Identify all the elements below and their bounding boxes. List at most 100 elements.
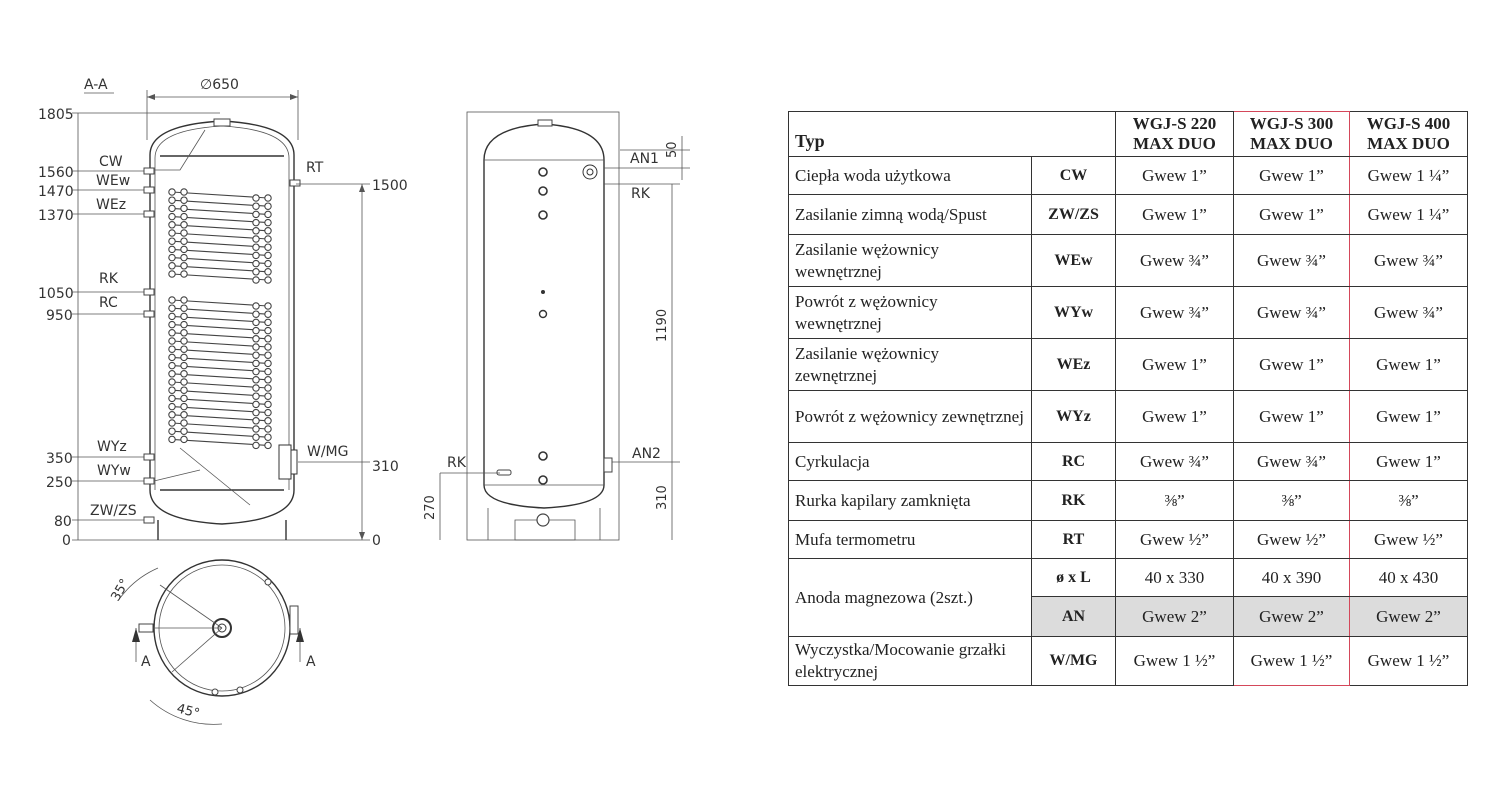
row-value: Gwew 1” — [1349, 442, 1468, 481]
coil-pipe-section — [264, 433, 272, 441]
coil-pipe-section — [252, 310, 260, 318]
row-code: RT — [1031, 520, 1116, 559]
coil-turn — [171, 307, 269, 315]
coil-turn — [171, 315, 269, 323]
coil-turn — [171, 216, 269, 224]
heating-coil — [168, 188, 272, 450]
coil-pipe-section — [168, 411, 176, 419]
angle-label: 35° — [108, 577, 133, 604]
coil-turn — [171, 389, 269, 397]
coil-pipe-section — [180, 270, 188, 278]
table-row: Powrót z wężownicy zewnętrznej WYz Gwew … — [788, 390, 1468, 443]
row-code: CW — [1031, 156, 1116, 195]
coil-pipe-section — [264, 259, 272, 268]
height-label: 950 — [46, 308, 73, 324]
row-value: Gwew 1 ¼” — [1349, 194, 1468, 235]
coil-pipe-section — [252, 302, 260, 310]
coil-turn — [171, 332, 269, 340]
coil-turn — [171, 248, 269, 256]
height-label: 350 — [46, 451, 73, 467]
coil-pipe-section — [180, 204, 188, 213]
coil-pipe-section — [180, 229, 188, 237]
row-value: Gwew 1” — [1233, 156, 1350, 195]
coil-pipe-section — [180, 378, 188, 386]
coil-pipe-section — [180, 196, 188, 204]
coil-turn — [171, 438, 269, 446]
coil-pipe-section — [252, 351, 260, 359]
diameter-label: ∅650 — [200, 77, 239, 93]
coil-pipe-section — [252, 259, 260, 268]
coil-pipe-section — [180, 329, 188, 337]
coil-pipe-section — [168, 337, 176, 345]
section-label: A-A — [84, 77, 108, 93]
rk-label: RK — [447, 455, 467, 471]
coil-pipe-section — [168, 237, 176, 245]
coil-pipe-section — [252, 343, 260, 351]
dimension-label: 50 — [665, 141, 680, 158]
row-value: Gwew ¾” — [1349, 234, 1468, 287]
coil-pipe-section — [168, 419, 176, 427]
coil-pipe-section — [168, 296, 176, 304]
coil-pipe-section — [252, 218, 260, 227]
coil-pipe-section — [252, 335, 260, 343]
coil-pipe-section — [180, 411, 188, 419]
coil-pipe-section — [252, 194, 260, 202]
coil-pipe-section — [264, 210, 272, 219]
coil-turn — [171, 356, 269, 364]
height-label: 1470 — [38, 184, 74, 200]
connection-label: WEw — [96, 173, 130, 189]
height-label: 1370 — [38, 208, 74, 224]
height-label: 0 — [62, 533, 71, 549]
coil-pipe-section — [252, 425, 260, 433]
row-name: Mufa termometru — [788, 520, 1032, 559]
coil-pipe-section — [180, 345, 188, 353]
coil-turn — [171, 232, 269, 240]
coil-pipe-section — [168, 262, 176, 270]
row-value: Gwew 2” — [1349, 596, 1468, 637]
header-typ: Typ — [788, 111, 1116, 157]
coil-pipe-section — [264, 408, 272, 417]
coil-pipe-section — [168, 304, 176, 312]
row-name: Rurka kapilary zamknięta — [788, 480, 1032, 521]
coil-pipe-section — [168, 386, 176, 394]
row-name: Ciepła woda użytkowa — [788, 156, 1032, 195]
row-value: Gwew 1 ¼” — [1349, 156, 1468, 195]
row-code: WYz — [1031, 390, 1116, 443]
coil-pipe-section — [168, 212, 176, 221]
row-value: Gwew 1” — [1233, 390, 1350, 443]
coil-pipe-section — [252, 251, 260, 260]
coil-pipe-section — [264, 251, 272, 260]
coil-pipe-section — [168, 229, 176, 237]
coil-turn — [171, 414, 269, 422]
connection-label: CW — [99, 154, 123, 170]
row-value: Gwew 1” — [1115, 194, 1234, 235]
connection-label: WEz — [96, 197, 126, 213]
coil-turn — [171, 224, 269, 232]
technical-drawing: A-A ∅650 1805 1560 1470 1370 1050 950 35… — [38, 77, 690, 725]
coil-pipe-section — [252, 384, 260, 392]
connection-label: RK — [99, 271, 119, 287]
coil-pipe-section — [264, 218, 272, 227]
coil-pipe-section — [180, 304, 188, 312]
coil-pipe-section — [252, 243, 260, 251]
coil-pipe-section — [264, 227, 272, 235]
coil-pipe-section — [180, 419, 188, 427]
coil-pipe-section — [168, 245, 176, 254]
an2-label: AN2 — [632, 446, 661, 462]
wmg-label: W/MG — [307, 444, 349, 460]
coil-pipe-section — [264, 243, 272, 251]
row-value: ⅜” — [1115, 480, 1234, 521]
row-value: Gwew ¾” — [1115, 234, 1234, 287]
row-code: RC — [1031, 442, 1116, 481]
row-value: Gwew ½” — [1233, 520, 1350, 559]
row-name: Wyczystka/Mocowanie grzałki elektrycznej — [788, 636, 1032, 686]
connection-label: ZW/ZS — [90, 503, 137, 519]
coil-pipe-section — [180, 188, 188, 196]
height-label: 1050 — [38, 286, 74, 302]
height-label: 250 — [46, 475, 73, 491]
row-value: 40 x 330 — [1115, 558, 1234, 597]
row-name: Zasilanie wężownicy zewnętrznej — [788, 338, 1032, 391]
row-value: Gwew ¾” — [1115, 286, 1234, 339]
coil-pipe-section — [180, 337, 188, 345]
coil-pipe-section — [264, 202, 272, 210]
